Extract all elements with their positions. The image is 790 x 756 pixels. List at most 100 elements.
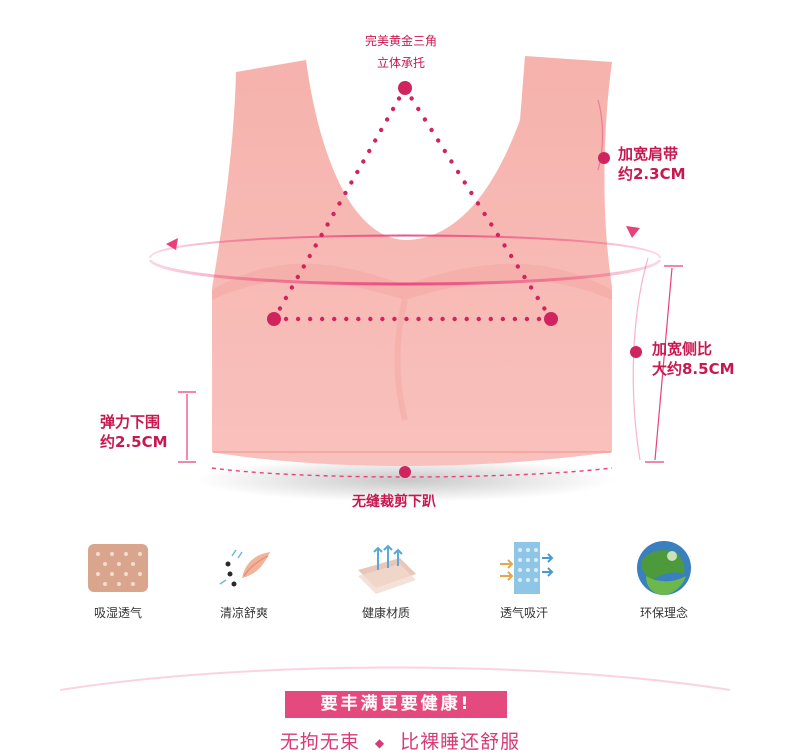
cup-shading [212, 263, 612, 300]
triangle-dot [277, 306, 283, 311]
triangle-dot [367, 148, 372, 154]
seamless-label: 无缝裁剪下趴 [352, 494, 436, 510]
triangle-dot [449, 159, 454, 164]
bra-shape [212, 56, 612, 466]
triangle-dot [283, 316, 289, 322]
triangle-dot [344, 316, 349, 322]
feature-item: 环保理念 [604, 540, 724, 621]
slogan-right: 比裸睡还舒服 [400, 731, 521, 753]
triangle-dot [512, 316, 518, 322]
triangle-dot [442, 148, 448, 154]
triangle-dot [373, 138, 378, 143]
triangle-dot [319, 232, 324, 238]
triangle-dot [508, 253, 514, 259]
side-width-line [654, 267, 673, 461]
triangle-dot [307, 316, 313, 322]
feature-item: 健康材质 [326, 540, 446, 621]
triangle-dot [283, 295, 289, 301]
breathable-mesh-icon [492, 540, 556, 596]
triangle-dot [422, 117, 428, 122]
triangle-dot [482, 211, 487, 217]
feature-item: 透气吸汗 [464, 540, 584, 621]
triangle-dotted-lines [277, 96, 547, 322]
triangle-dot [307, 253, 312, 259]
triangle-dot [355, 169, 360, 175]
feature-label: 透气吸汗 [499, 606, 548, 620]
triangle-dot [368, 316, 373, 322]
triangle-dot [289, 285, 295, 290]
feature-label: 环保理念 [639, 606, 688, 620]
triangle-dot [542, 306, 547, 311]
triangle-dot [337, 201, 342, 206]
triangle-dot [416, 106, 421, 112]
band-label-line2: 约2.5CM [100, 433, 168, 451]
triangle-dot [325, 222, 330, 227]
triangle-dot [295, 274, 301, 280]
strap-marker-dot [598, 152, 610, 164]
triangle-dot [500, 316, 506, 322]
triangle-dot [502, 243, 507, 248]
material-layers-icon [354, 540, 418, 596]
promo-banner: 要丰满更要健康! [285, 691, 507, 718]
triangle-dot [462, 180, 467, 185]
triangle-dot [535, 295, 540, 301]
triangle-dot [435, 138, 441, 143]
triangle-dot [495, 232, 501, 238]
orbit-arc-back [149, 234, 661, 259]
arc-arrow-left-icon [166, 238, 178, 250]
triangle-dot [428, 316, 433, 322]
triangle-dot [464, 316, 469, 322]
feature-item: 吸湿透气 [58, 540, 178, 621]
orbit-arc-front [148, 258, 662, 286]
triangle-dot [301, 264, 306, 269]
triangle-dot [313, 243, 318, 248]
triangle-dot [356, 316, 361, 322]
triangle-dot [522, 274, 527, 280]
triangle-dot [295, 316, 301, 322]
triangle-dot [429, 127, 434, 133]
triangle-dot [488, 316, 493, 322]
side-marker-dot [630, 346, 642, 358]
top-label-line1: 完美黄金三角 [364, 34, 437, 48]
feature-item: 清凉舒爽 [184, 540, 304, 621]
side-label-line2: 大约8.5CM [652, 360, 735, 378]
strap-label-line2: 约2.3CM [618, 165, 686, 183]
arc-arrow-right-icon [626, 226, 640, 238]
slogan: 无拘无束 ◆ 比裸睡还舒服 [240, 727, 560, 754]
slogan-left: 无拘无束 [279, 731, 360, 753]
triangle-dot [476, 316, 481, 322]
decorative-swoosh [59, 666, 731, 691]
triangle-dot [489, 222, 494, 227]
center-seam [394, 299, 408, 421]
triangle-dot [378, 127, 384, 133]
strap-label: 加宽肩带 约2.3CM [618, 144, 686, 184]
earth-globe-icon [632, 540, 696, 596]
band-label-line1: 弹力下围 [100, 413, 161, 431]
support-triangle [267, 81, 558, 326]
triangle-dot [524, 316, 530, 322]
triangle-dot [416, 316, 421, 322]
triangle-apex-dot [398, 81, 412, 95]
top-triangle-label: 完美黄金三角 立体承托 [341, 30, 461, 74]
feature-label: 健康材质 [361, 606, 410, 620]
cooling-fabric-icon [212, 540, 276, 596]
triangle-dot [361, 159, 366, 164]
diamond-icon: ◆ [374, 735, 386, 750]
triangle-dot [528, 285, 534, 290]
product-shadow [195, 458, 615, 502]
triangle-dot [396, 96, 402, 101]
triangle-dot [343, 190, 348, 196]
band-label: 弹力下围 约2.5CM [100, 412, 168, 452]
triangle-dot [536, 316, 542, 322]
triangle-dot [380, 316, 385, 322]
fabric-dots-icon [86, 540, 150, 596]
triangle-dot [452, 316, 457, 322]
triangle-dot [515, 264, 521, 269]
side-label-line1: 加宽侧比 [652, 340, 713, 358]
side-label: 加宽侧比 大约8.5CM [652, 339, 735, 379]
triangle-dot [332, 316, 337, 322]
triangle-dot [475, 201, 481, 206]
triangle-dot [409, 96, 414, 101]
